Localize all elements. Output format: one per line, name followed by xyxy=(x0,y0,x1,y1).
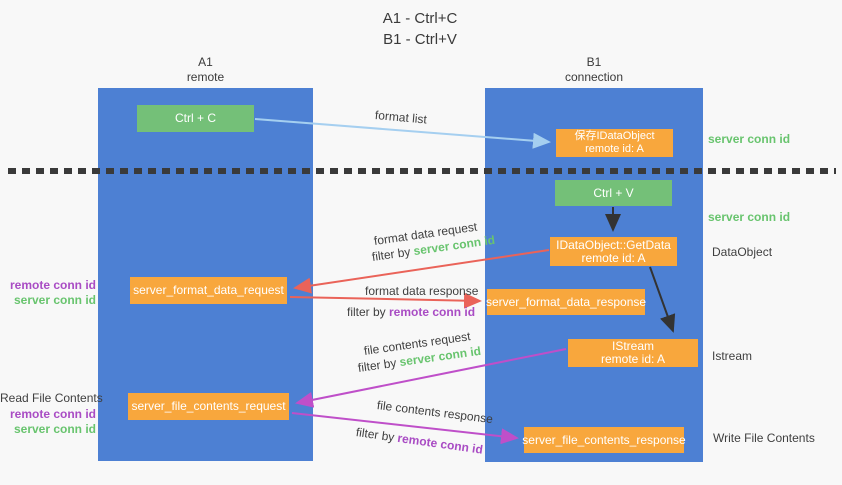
label-istream: Istream xyxy=(712,349,753,363)
node-istream-line1: IStream xyxy=(611,339,654,353)
label-server-conn-id-2: server conn id xyxy=(13,422,96,436)
node-save-idataobject-line1: 保存IDataObject xyxy=(574,130,655,142)
filter-by-text: filter by xyxy=(355,425,399,445)
filter-by-text: filter by xyxy=(357,355,401,375)
column-header-left: A1 remote xyxy=(98,55,313,85)
label-dataobject: DataObject xyxy=(712,245,773,259)
flow-label-format-list: format list xyxy=(374,108,428,127)
node-server-format-data-response: server_format_data_response xyxy=(485,289,647,315)
node-ctrl-c-label: Ctrl + C xyxy=(174,111,216,125)
label-write-file-contents: Write File Contents xyxy=(713,431,815,445)
title-line-2: B1 - Ctrl+V xyxy=(383,31,457,48)
label-server-conn-id-1: server conn id xyxy=(13,293,96,307)
node-getdata-line2: remote id: A xyxy=(581,250,646,265)
node-idataobject-getdata: IDataObject::GetData remote id: A xyxy=(550,237,677,266)
node-ctrl-c: Ctrl + C xyxy=(137,105,254,132)
flow-label-format-data-response: format data response xyxy=(365,284,479,298)
remote-conn-id-text: remote conn id xyxy=(389,305,476,319)
column-header-right: B1 connection xyxy=(485,55,703,85)
node-format-response-label: server_format_data_response xyxy=(485,294,647,309)
node-getdata-line1: IDataObject::GetData xyxy=(556,237,671,252)
column-left-name: A1 xyxy=(198,55,213,69)
label-server-conn-id-mid: server conn id xyxy=(708,210,791,224)
label-conn-ids-upper-left: remote conn id server conn id xyxy=(0,278,96,308)
node-istream: IStream remote id: A xyxy=(568,339,698,367)
filter-by-text: filter by xyxy=(347,305,390,319)
node-file-response-label: server_file_contents_response xyxy=(522,432,686,447)
machine-boundary-dotted-line xyxy=(8,168,836,174)
flow-label-filter-by-remote-1: filter by remote conn id xyxy=(347,305,475,319)
flow-label-file-contents-response: file contents response xyxy=(376,398,494,427)
node-ctrl-v: Ctrl + V xyxy=(555,180,672,206)
node-format-request-label: server_format_data_request xyxy=(133,283,284,297)
label-conn-ids-lower-left: remote conn id server conn id xyxy=(0,407,96,437)
label-remote-conn-id-2: remote conn id xyxy=(9,407,96,421)
column-right-name: B1 xyxy=(586,55,602,69)
node-server-file-contents-request: server_file_contents_request xyxy=(128,393,289,420)
node-server-format-data-request: server_format_data_request xyxy=(130,277,287,304)
column-left-role: remote xyxy=(186,70,225,84)
title-line-1: A1 - Ctrl+C xyxy=(382,10,458,27)
node-ctrl-v-label: Ctrl + V xyxy=(593,185,634,200)
remote-conn-id-text: remote conn id xyxy=(396,430,484,457)
column-right-role: connection xyxy=(564,70,624,84)
diagram-title: A1 - Ctrl+C B1 - Ctrl+V xyxy=(330,8,510,50)
label-server-conn-id-top: server conn id xyxy=(708,132,791,146)
label-remote-conn-id-1: remote conn id xyxy=(9,278,96,292)
node-save-idataobject-line2: remote id: A xyxy=(585,143,644,155)
node-save-idataobject: 保存IDataObject remote id: A xyxy=(556,129,673,157)
flow-label-filter-by-remote-2: filter by remote conn id xyxy=(355,425,484,457)
node-istream-line2: remote id: A xyxy=(600,352,666,366)
node-server-file-contents-response: server_file_contents_response xyxy=(522,427,686,453)
node-file-request-label: server_file_contents_request xyxy=(131,399,286,413)
label-read-file-contents: Read File Contents xyxy=(0,391,103,405)
